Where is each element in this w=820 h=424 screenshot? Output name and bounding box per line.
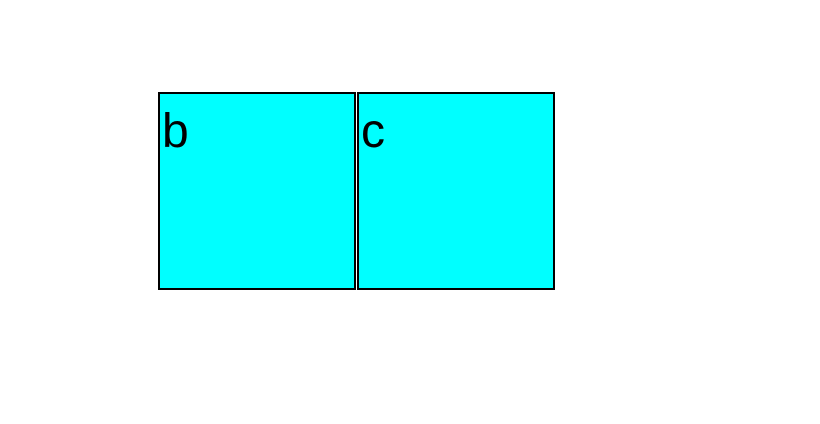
box-c-label: c [361,105,385,158]
box-b-label: b [162,105,189,158]
box-c: c [357,92,555,290]
box-b: b [158,92,356,290]
